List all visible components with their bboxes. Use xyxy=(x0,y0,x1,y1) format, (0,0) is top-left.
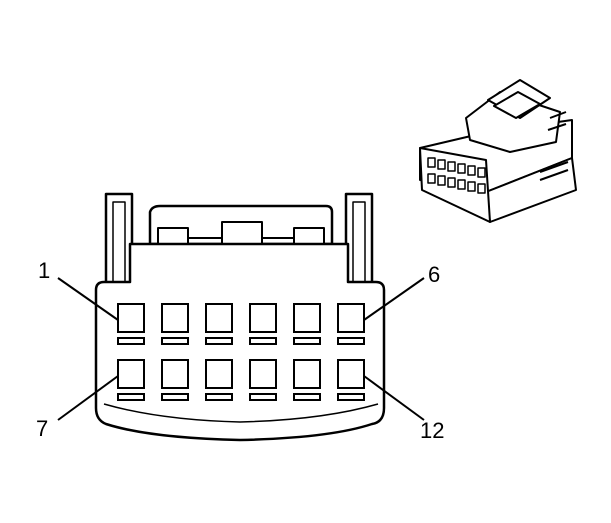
connector-housing xyxy=(94,242,386,442)
cavity-2 xyxy=(161,303,189,345)
cavity-8 xyxy=(161,359,189,401)
leader-line-12 xyxy=(363,375,425,421)
pin-label-6: 6 xyxy=(428,262,440,287)
pin-label-12: 12 xyxy=(420,418,444,443)
pin-label-1: 1 xyxy=(38,258,50,283)
cavity-grid xyxy=(117,303,365,401)
isometric-cavity-grid xyxy=(427,157,486,194)
pin-label-7: 7 xyxy=(36,416,48,441)
leader-line-6 xyxy=(363,277,425,321)
connector-front-face xyxy=(94,192,386,442)
cavity-7 xyxy=(117,359,145,401)
connector-isometric-view xyxy=(419,79,577,223)
leader-line-7 xyxy=(57,375,119,421)
cavity-9 xyxy=(205,359,233,401)
cavity-12 xyxy=(337,359,365,401)
leader-lines xyxy=(57,277,425,421)
leader-line-1 xyxy=(57,277,119,321)
cavity-5 xyxy=(293,303,321,345)
cavity-1 xyxy=(117,303,145,345)
cavity-11 xyxy=(293,359,321,401)
cavity-10 xyxy=(249,359,277,401)
cavity-4 xyxy=(249,303,277,345)
cavity-3 xyxy=(205,303,233,345)
cavity-6 xyxy=(337,303,365,345)
